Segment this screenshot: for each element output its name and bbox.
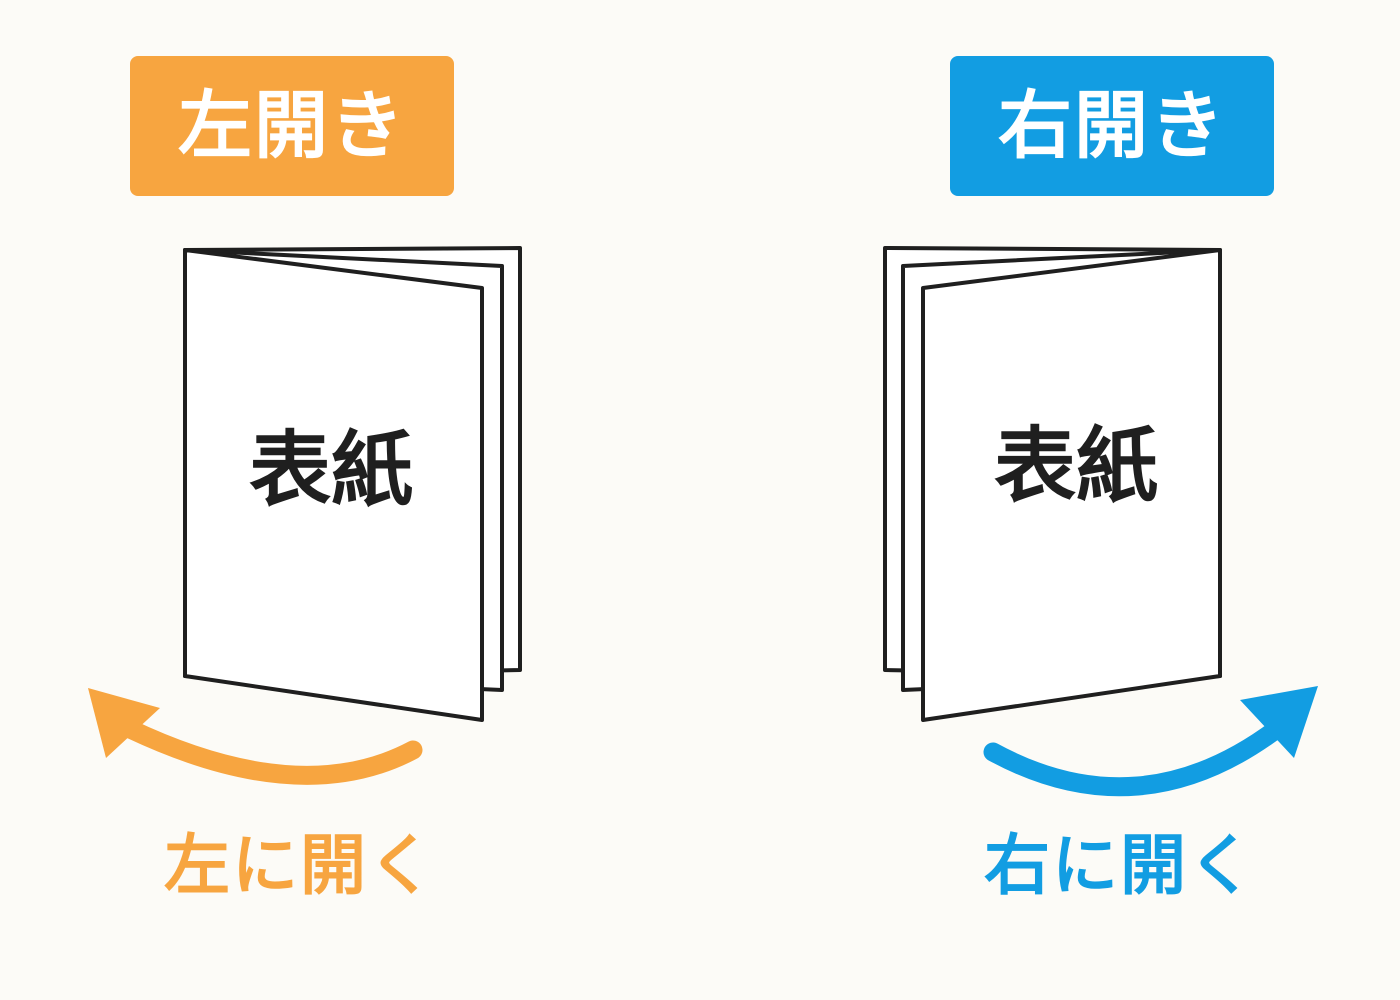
left-opening-book-diagram: 表紙 xyxy=(88,246,522,785)
book-cover xyxy=(921,248,1222,722)
right-opening-book-diagram: 表紙 xyxy=(883,246,1318,797)
right-opening-panel: 右開き 表紙 右に開く xyxy=(700,0,1400,1000)
book-cover xyxy=(183,248,484,722)
right-opening-direction-label: 右に開く xyxy=(984,827,1256,904)
left-opening-title-badge: 左開き xyxy=(130,56,454,196)
left-opening-book xyxy=(183,246,522,722)
curved-arrow-right-icon xyxy=(983,686,1318,797)
book-cover-label: 表紙 xyxy=(249,423,413,518)
right-opening-title-badge: 右開き xyxy=(950,56,1274,196)
curved-arrow-left-icon xyxy=(88,688,423,785)
right-opening-book xyxy=(883,246,1222,722)
book-cover-label: 表紙 xyxy=(994,419,1158,514)
left-opening-direction-label: 左に開く xyxy=(164,827,436,904)
left-opening-panel: 左開き 表紙 左に開く xyxy=(88,56,522,904)
